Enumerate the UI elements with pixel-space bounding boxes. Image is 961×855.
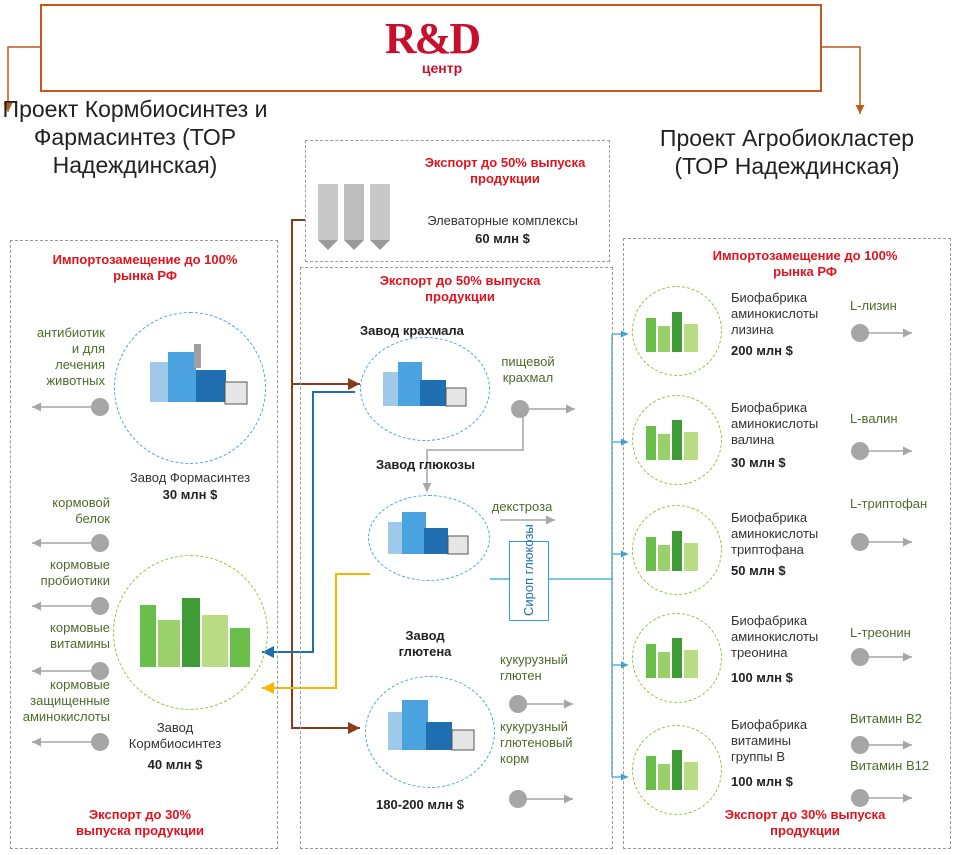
left-export-note: Экспорт до 30% выпуска продукции bbox=[75, 807, 205, 838]
feed-product-2-label: кормовые пробиотики bbox=[40, 557, 110, 588]
logo-sub: центр bbox=[421, 60, 463, 76]
center-cost: 180-200 млн $ bbox=[376, 797, 464, 812]
vitamin-b2-product-label: Витамин В2 bbox=[850, 711, 922, 726]
starch-product-label: пищевой крахмал bbox=[501, 354, 555, 385]
feed-product-1-node bbox=[91, 534, 109, 552]
lysine-plant-name: Биофабрика аминокислоты лизина bbox=[731, 290, 819, 337]
gluten-plant-circle bbox=[365, 676, 495, 788]
vitamin-b-plant-circle bbox=[632, 725, 722, 815]
feed-plant-cost: 40 млн $ bbox=[147, 757, 203, 772]
lysine-plant-cost: 200 млн $ bbox=[731, 343, 793, 358]
threonine-plant-name: Биофабрика аминокислоты треонина bbox=[731, 613, 819, 660]
logo-main: R&D bbox=[384, 14, 481, 63]
left-import-note: Импортозамещение до 100% рынка РФ bbox=[52, 252, 238, 283]
pharma-plant-cost: 30 млн $ bbox=[162, 487, 218, 502]
starch-product-node bbox=[511, 400, 529, 418]
valine-plant-cost: 30 млн $ bbox=[731, 455, 786, 470]
tryptophan-plant-circle bbox=[632, 505, 722, 595]
feed-product-4-label: кормовые защищенные аминокислоты bbox=[22, 677, 110, 724]
rd-logo: R&D центр bbox=[378, 14, 486, 76]
elevator-export-note: Экспорт до 50% выпуска продукции bbox=[424, 155, 586, 186]
vitamin-b-plant-cost: 100 млн $ bbox=[731, 774, 793, 789]
right-import-note: Импортозамещение до 100% рынка РФ bbox=[712, 248, 898, 279]
elevator-box bbox=[305, 140, 610, 262]
right-project-title: Проект Агробиокластер (ТОР Надеждинская) bbox=[659, 125, 915, 179]
glucose-product-label: декстроза bbox=[491, 499, 553, 514]
lysine-product-node bbox=[851, 324, 869, 342]
glucose-plant-circle bbox=[368, 495, 490, 581]
elevator-cost: 60 млн $ bbox=[475, 231, 530, 246]
feed-product-2-node bbox=[91, 597, 109, 615]
valine-product-node bbox=[851, 442, 869, 460]
tryptophan-product-node bbox=[851, 533, 869, 551]
vitamin-b12-product-node bbox=[851, 789, 869, 807]
vitamin-b2-product-node bbox=[851, 736, 869, 754]
valine-product-label: L-валин bbox=[850, 411, 898, 426]
gluten-product-2-label: кукурузный глютеновый корм bbox=[500, 719, 573, 766]
center-export-note: Экспорт до 50% выпуска продукции bbox=[379, 273, 541, 304]
starch-plant-circle bbox=[360, 337, 490, 441]
starch-plant-name: Завод крахмала bbox=[360, 323, 464, 338]
threonine-plant-circle bbox=[632, 613, 722, 703]
gluten-product-1-label: кукурузный глютен bbox=[500, 652, 568, 683]
vitamin-b-plant-name: Биофабрика витамины группы В bbox=[731, 717, 808, 764]
glucose-syrup-box: Сироп глюкозы bbox=[509, 524, 549, 621]
feed-plant-circle bbox=[113, 555, 268, 710]
tryptophan-plant-name: Биофабрика аминокислоты триптофана bbox=[731, 510, 819, 557]
feed-product-3-label: кормовые витамины bbox=[50, 620, 110, 651]
lysine-plant-circle bbox=[632, 286, 722, 376]
pharma-plant-circle bbox=[114, 312, 266, 464]
feed-product-4-node bbox=[91, 733, 109, 751]
threonine-product-label: L-треонин bbox=[850, 625, 911, 640]
feed-product-3-node bbox=[91, 662, 109, 680]
pharma-product-node bbox=[91, 398, 109, 416]
header-banner bbox=[40, 4, 822, 92]
threonine-plant-cost: 100 млн $ bbox=[731, 670, 793, 685]
glucose-plant-name: Завод глюкозы bbox=[376, 457, 475, 472]
threonine-product-node bbox=[851, 648, 869, 666]
valine-plant-circle bbox=[632, 395, 722, 485]
center-box bbox=[300, 267, 613, 849]
left-project-box bbox=[10, 240, 278, 849]
feed-product-1-label: кормовой белок bbox=[52, 495, 110, 526]
right-export-note: Экспорт до 30% выпуска продукции bbox=[724, 807, 886, 838]
feed-plant-name: Завод Кормбиосинтез bbox=[128, 720, 222, 751]
right-project-box bbox=[623, 238, 951, 849]
gluten-product-2-node bbox=[509, 790, 527, 808]
tryptophan-product-label: L-триптофан bbox=[850, 496, 928, 511]
pharma-plant-name: Завод Формасинтез bbox=[129, 470, 251, 485]
pharma-product-label: антибиотик и для лечения животных bbox=[36, 325, 105, 388]
left-project-title: Проект Кормбиосинтез и Фармасинтез (ТОР … bbox=[2, 96, 268, 178]
gluten-product-1-node bbox=[509, 695, 527, 713]
vitamin-b12-product-label: Витамин В12 bbox=[850, 758, 930, 773]
tryptophan-plant-cost: 50 млн $ bbox=[731, 563, 786, 578]
gluten-plant-name: Завод глютена bbox=[398, 628, 452, 659]
elevator-name: Элеваторные комплексы bbox=[427, 213, 578, 228]
lysine-product-label: L-лизин bbox=[850, 298, 897, 313]
valine-plant-name: Биофабрика аминокислоты валина bbox=[731, 400, 819, 447]
